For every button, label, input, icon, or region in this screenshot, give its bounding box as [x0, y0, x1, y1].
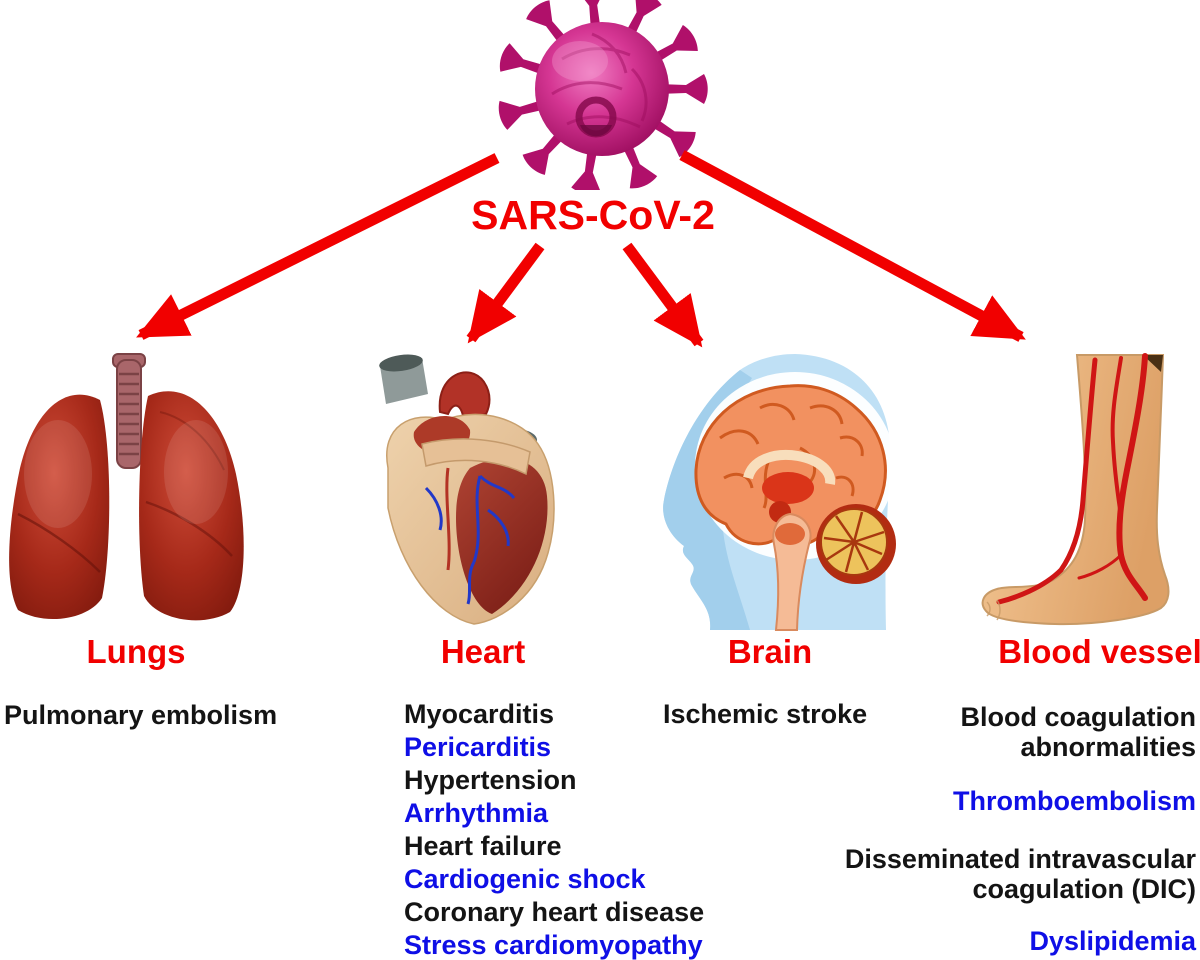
brain-condition-list: Ischemic stroke	[663, 698, 867, 731]
lungs-condition-list: Pulmonary embolism	[4, 699, 277, 732]
brain-image	[663, 354, 896, 631]
arrow-to-heart	[466, 242, 545, 344]
arrow-to-lungs	[136, 153, 500, 340]
condition-item: Pulmonary embolism	[4, 700, 278, 730]
heart-condition-list: Myocarditis Pericarditis Hypertension Ar…	[404, 698, 704, 960]
condition-item: Myocarditis	[404, 699, 555, 729]
heart-label: Heart	[440, 633, 526, 670]
condition-item: Heart failure	[404, 831, 562, 861]
condition-item: Pericarditis	[404, 732, 552, 762]
condition-item: Hypertension	[404, 765, 577, 795]
condition-item: Blood coagulation abnormalities	[960, 702, 1197, 762]
condition-item: Stress cardiomyopathy	[404, 930, 703, 960]
condition-item: Thromboembolism	[952, 786, 1196, 816]
virus-label: SARS-CoV-2	[471, 192, 715, 238]
condition-item: Dyslipidemia	[1029, 926, 1196, 956]
heart-image	[379, 354, 555, 625]
lungs-image	[9, 353, 244, 621]
brain-label: Brain	[727, 633, 813, 670]
condition-item: Arrhythmia	[404, 798, 549, 828]
condition-item: Ischemic stroke	[663, 699, 868, 729]
condition-item: Coronary heart disease	[404, 897, 705, 927]
blood-vessel-leg-image	[981, 353, 1170, 626]
arrow-to-blood-vessel	[679, 150, 1026, 342]
arrow-to-brain	[622, 242, 704, 348]
lungs-label: Lungs	[86, 633, 186, 670]
condition-item: Cardiogenic shock	[404, 864, 646, 894]
condition-item: Disseminated intravascular coagulation (…	[844, 844, 1196, 904]
coronavirus-icon	[498, 0, 708, 190]
blood-vessel-label: Blood vessel	[998, 633, 1200, 670]
